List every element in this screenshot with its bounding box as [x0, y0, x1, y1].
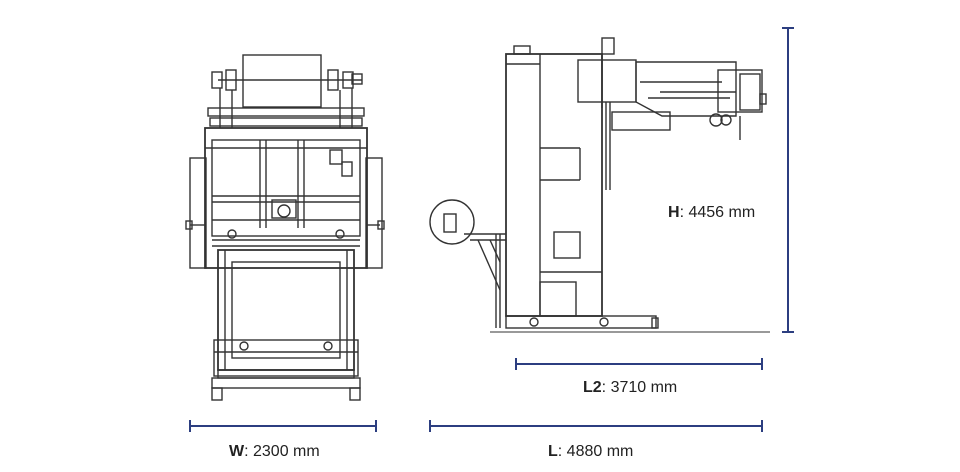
width-key: W — [229, 443, 245, 460]
front-view-drawing — [185, 54, 385, 401]
length-label: L: 4880 mm — [548, 443, 633, 461]
length-value: : 4880 mm — [557, 443, 634, 460]
dimension-lines — [189, 27, 794, 432]
length-key: L — [548, 443, 558, 460]
width-value: : 2300 mm — [244, 443, 320, 460]
height-key: H — [668, 204, 680, 221]
length2-value: : 3710 mm — [601, 379, 678, 396]
height-label: H: 4456 mm — [668, 204, 755, 222]
width-label: W: 2300 mm — [229, 443, 320, 461]
length2-label: L2: 3710 mm — [583, 379, 677, 397]
height-value: : 4456 mm — [679, 204, 756, 221]
side-view-drawing — [429, 37, 770, 333]
length2-key: L2 — [583, 379, 602, 396]
